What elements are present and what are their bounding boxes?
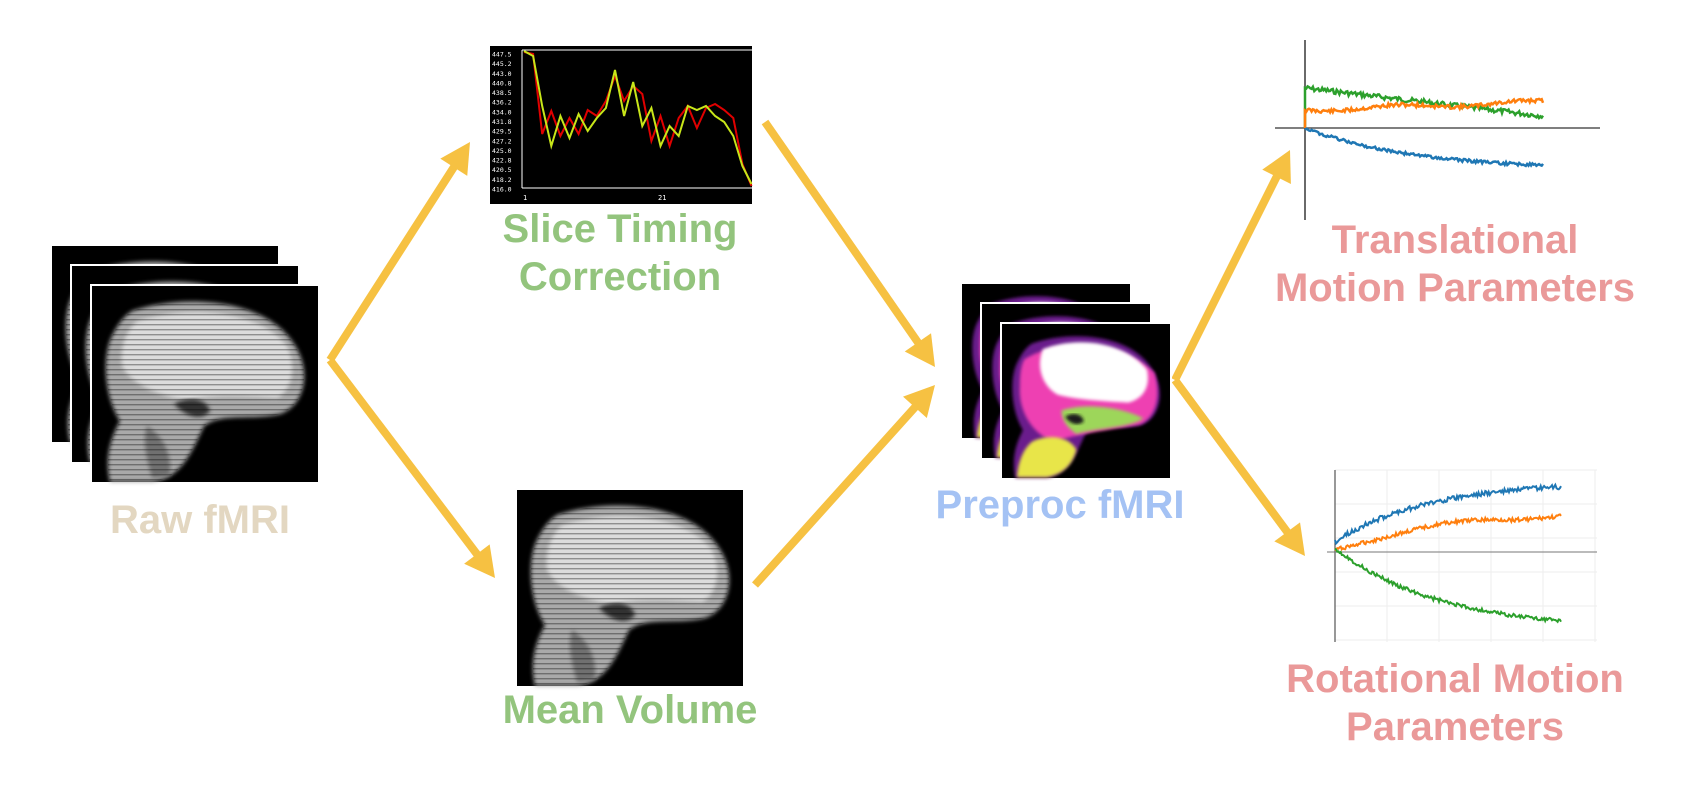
translational-label-line2: Motion Parameters bbox=[1274, 266, 1636, 310]
translational-series-orange bbox=[1303, 96, 1545, 128]
translational-label-line1: Translational bbox=[1331, 218, 1579, 262]
preproc-fmri-label: Preproc fMRI bbox=[935, 483, 1185, 527]
arrow-slice-timing-to-preproc bbox=[761, 119, 935, 367]
slice-timing-y-tick: 434.0 bbox=[492, 108, 512, 116]
slice-timing-y-tick: 429.5 bbox=[492, 128, 512, 136]
raw-fmri-image-stack bbox=[50, 244, 320, 484]
rotational-motion-plot bbox=[1327, 469, 1597, 642]
slice-timing-y-tick: 427.2 bbox=[492, 137, 512, 145]
rotational-series-green bbox=[1334, 547, 1562, 624]
rotational-series-orange bbox=[1334, 512, 1562, 552]
slice-timing-series-raw bbox=[523, 51, 753, 187]
slice-timing-y-tick: 425.0 bbox=[492, 147, 512, 155]
slice-timing-y-tick: 447.5 bbox=[492, 51, 512, 59]
arrow-raw-to-mean-volume bbox=[326, 357, 495, 578]
slice-timing-series-corrected bbox=[523, 50, 753, 185]
rotational-series-blue bbox=[1334, 482, 1562, 546]
slice-timing-y-tick: 438.5 bbox=[492, 89, 512, 97]
slice-timing-y-tick: 445.2 bbox=[492, 60, 512, 68]
translational-series-green bbox=[1303, 83, 1545, 128]
preproc-fmri-slice bbox=[1000, 322, 1172, 480]
slice-timing-y-tick: 416.0 bbox=[492, 186, 512, 194]
arrow-raw-to-slice-timing bbox=[326, 142, 470, 363]
arrow-mean-volume-to-preproc bbox=[752, 385, 935, 588]
slice-timing-y-tick: 436.2 bbox=[492, 99, 512, 107]
slice-timing-x-tick-1: 1 bbox=[523, 194, 527, 202]
slice-timing-label: Slice Timing Correction bbox=[470, 205, 770, 301]
slice-timing-plot-background bbox=[490, 46, 752, 204]
arrow-preproc-to-translational bbox=[1171, 150, 1291, 382]
raw-fmri-slice bbox=[90, 284, 320, 484]
arrows bbox=[326, 119, 1305, 588]
slice-timing-y-tick: 418.2 bbox=[492, 176, 512, 184]
translational-label: Translational Motion Parameters bbox=[1250, 216, 1660, 312]
rotational-label-line1: Rotational Motion bbox=[1286, 657, 1624, 701]
translational-series-blue bbox=[1304, 127, 1544, 168]
mean-volume-label: Mean Volume bbox=[502, 688, 758, 732]
arrow-preproc-to-rotational bbox=[1171, 377, 1305, 556]
slice-timing-y-tick: 422.8 bbox=[492, 157, 512, 165]
raw-fmri-label: Raw fMRI bbox=[110, 498, 290, 542]
preproc-fmri-image-stack bbox=[960, 282, 1172, 480]
mean-volume-image bbox=[517, 490, 743, 686]
slice-timing-label-line1: Slice Timing bbox=[502, 207, 738, 251]
slice-timing-y-tick: 440.8 bbox=[492, 79, 512, 87]
slice-timing-x-tick-21: 21 bbox=[658, 194, 666, 202]
rotational-label: Rotational Motion Parameters bbox=[1250, 655, 1660, 751]
slice-timing-label-line2: Correction bbox=[518, 255, 722, 299]
slice-timing-y-tick: 443.0 bbox=[492, 70, 512, 78]
slice-timing-y-tick: 420.5 bbox=[492, 166, 512, 174]
rotational-label-line2: Parameters bbox=[1346, 705, 1564, 749]
slice-timing-y-tick: 431.8 bbox=[492, 118, 512, 126]
translational-motion-plot bbox=[1275, 40, 1600, 220]
